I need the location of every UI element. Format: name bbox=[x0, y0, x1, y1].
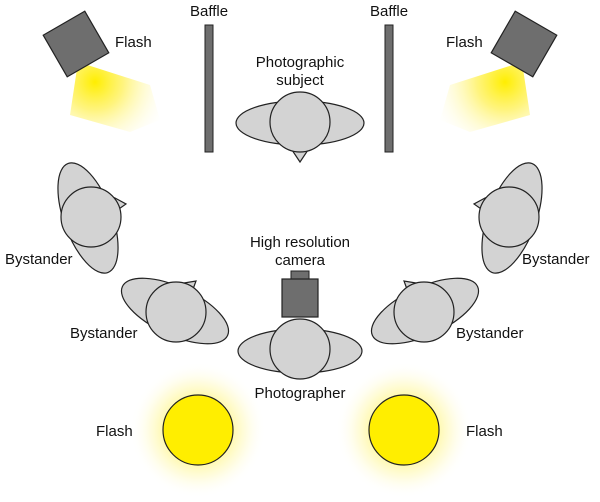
baffle-label-right: Baffle bbox=[370, 3, 408, 20]
baffle-right bbox=[384, 24, 394, 153]
flash-bulb-bottom-right bbox=[336, 362, 472, 498]
photographic-subject-figure bbox=[235, 91, 365, 164]
flash-label-top-left: Flash bbox=[115, 34, 152, 51]
bystander-label-left-upper: Bystander bbox=[5, 251, 73, 268]
bystander-label-right-upper: Bystander bbox=[522, 251, 590, 268]
photographer-figure bbox=[237, 318, 363, 380]
bystander-figure-left-upper bbox=[57, 162, 128, 274]
flash-unit-top-right bbox=[440, 10, 558, 132]
baffle-left bbox=[204, 24, 214, 153]
flash-label-top-right: Flash bbox=[446, 34, 483, 51]
flash-bulb-bottom-left bbox=[130, 362, 266, 498]
photographer-label: Photographer bbox=[255, 385, 346, 402]
camera-label-line1: High resolution bbox=[250, 234, 350, 251]
bystander-figure-right-upper bbox=[472, 162, 543, 274]
flash-unit-top-left bbox=[42, 10, 160, 132]
bystander-label-left-lower: Bystander bbox=[70, 325, 138, 342]
flash-label-bottom-left: Flash bbox=[96, 423, 133, 440]
bystander-label-right-lower: Bystander bbox=[456, 325, 524, 342]
flash-label-bottom-right: Flash bbox=[466, 423, 503, 440]
subject-label-line1: Photographic bbox=[256, 54, 345, 71]
camera-icon bbox=[281, 270, 319, 318]
subject-label-line2: subject bbox=[276, 72, 324, 89]
camera-label-line2: camera bbox=[275, 252, 326, 269]
bystander-figure-left-lower bbox=[120, 277, 230, 345]
bystander-figure-right-lower bbox=[370, 277, 480, 345]
baffle-label-left: Baffle bbox=[190, 3, 228, 20]
